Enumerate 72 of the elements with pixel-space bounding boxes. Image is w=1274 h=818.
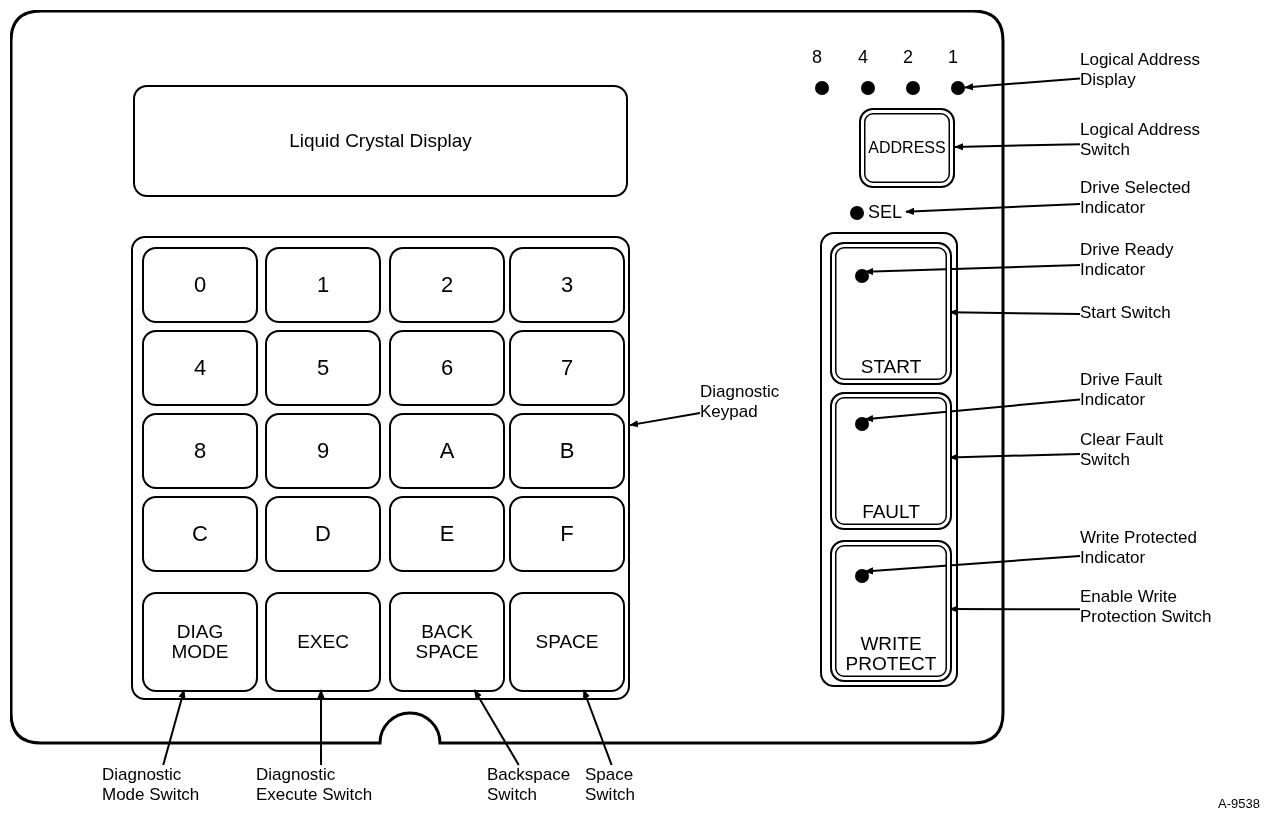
callout-text: Logical Address Display [1080, 50, 1230, 95]
keypad-key: 2 [389, 247, 505, 323]
switch-column [820, 232, 958, 687]
callout-text: Start Switch [1080, 303, 1230, 327]
keypad-key: 5 [265, 330, 381, 406]
keypad-key: 6 [389, 330, 505, 406]
indicator-led [850, 206, 864, 220]
switch-label: START [860, 357, 922, 377]
indicator-led [951, 81, 965, 95]
panel-switch [830, 242, 952, 385]
led-label: 2 [903, 47, 913, 68]
indicator-led [855, 417, 869, 431]
callout-text: Clear Fault Switch [1080, 430, 1190, 475]
led-label: 1 [948, 47, 958, 68]
leader-line [949, 308, 1081, 316]
led-label: 4 [858, 47, 868, 68]
callout-text: Write Protected Indicator [1080, 528, 1230, 573]
led-label: SEL [868, 202, 903, 223]
callout-text: Diagnostic Keypad [700, 382, 800, 427]
indicator-led [855, 569, 869, 583]
callout-text: Drive Fault Indicator [1080, 370, 1230, 415]
callout-text: Enable Write Protection Switch [1080, 587, 1240, 632]
callout-text: Space Switch [585, 765, 655, 810]
keypad-key: EXEC [265, 592, 381, 692]
keypad-key: C [142, 496, 258, 572]
leader-line [949, 452, 1081, 461]
panel-switch [830, 392, 952, 530]
keypad-key: SPACE [509, 592, 625, 692]
leader-line [162, 689, 186, 766]
keypad-key: DIAG MODE [142, 592, 258, 692]
indicator-led [855, 269, 869, 283]
switch-label: FAULT [862, 502, 920, 522]
keypad-key: 1 [265, 247, 381, 323]
keypad-key: 4 [142, 330, 258, 406]
keypad-key: D [265, 496, 381, 572]
callout-text: Diagnostic Mode Switch [102, 765, 212, 810]
keypad [131, 236, 630, 700]
leader-line [905, 202, 1081, 215]
keypad-key: 9 [265, 413, 381, 489]
keypad-key: F [509, 496, 625, 572]
leader-line [954, 143, 1081, 151]
leader-line [864, 263, 1081, 276]
callout-text: Drive Selected Indicator [1080, 178, 1230, 223]
lcd-display: Liquid Crystal Display [133, 85, 628, 197]
callout-text: Diagnostic Execute Switch [256, 765, 386, 810]
led-label: 8 [812, 47, 822, 68]
callout-text: Backspace Switch [487, 765, 577, 810]
callout-text: Logical Address Switch [1080, 120, 1230, 165]
keypad-key: B [509, 413, 625, 489]
indicator-led [906, 81, 920, 95]
leader-line [864, 554, 1081, 575]
leader-line [864, 398, 1081, 423]
indicator-led [861, 81, 875, 95]
panel-switch [830, 540, 952, 682]
keypad-key: 8 [142, 413, 258, 489]
callout-text: Drive Ready Indicator [1080, 240, 1230, 285]
leader-line [317, 689, 325, 766]
figure-number: A-9538 [1218, 796, 1260, 811]
switch-label: WRITE PROTECT [844, 634, 938, 674]
keypad-key: 0 [142, 247, 258, 323]
keypad-key: E [389, 496, 505, 572]
keypad-key: 3 [509, 247, 625, 323]
leader-line [964, 77, 1081, 91]
keypad-key: A [389, 413, 505, 489]
keypad-key: 7 [509, 330, 625, 406]
indicator-led [815, 81, 829, 95]
leader-line [629, 412, 701, 428]
leader-line [473, 689, 520, 766]
leader-line [949, 605, 1081, 613]
keypad-key: BACK SPACE [389, 592, 505, 692]
address-switch: ADDRESS [859, 108, 955, 188]
leader-line [582, 689, 613, 766]
